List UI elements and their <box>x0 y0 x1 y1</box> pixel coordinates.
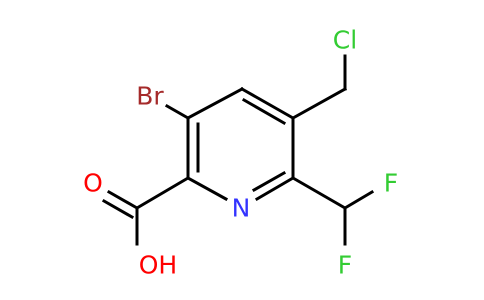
atom-oh: OH <box>139 251 177 280</box>
bond-n-c2 <box>185 175 229 202</box>
bond-layer <box>101 54 375 246</box>
atom-f2: F <box>338 251 352 280</box>
bond-chf2-f1 <box>342 189 375 211</box>
atom-f1: F <box>384 169 398 198</box>
bond-c4-c5-inner <box>241 97 287 126</box>
bond-c6-n <box>254 175 296 202</box>
bond-c3-c4 <box>185 86 245 121</box>
bond-c-o-double-b <box>101 198 135 220</box>
atom-o-carbonyl: O <box>83 169 103 198</box>
atom-cl: Cl <box>333 26 357 55</box>
atom-br: Br <box>136 82 164 111</box>
bond-c3-br <box>164 103 191 121</box>
bond-c5-ch2 <box>290 86 348 121</box>
atom-layer: Br Cl N F F O OH <box>83 26 398 280</box>
bond-c6-n-inner <box>251 170 287 193</box>
bond-c-o-double-a <box>106 189 140 211</box>
bond-c2-cooh <box>134 175 191 211</box>
bond-c6-chf2 <box>290 175 348 211</box>
atom-n: N <box>232 194 251 223</box>
bond-c4-c5 <box>239 86 296 121</box>
